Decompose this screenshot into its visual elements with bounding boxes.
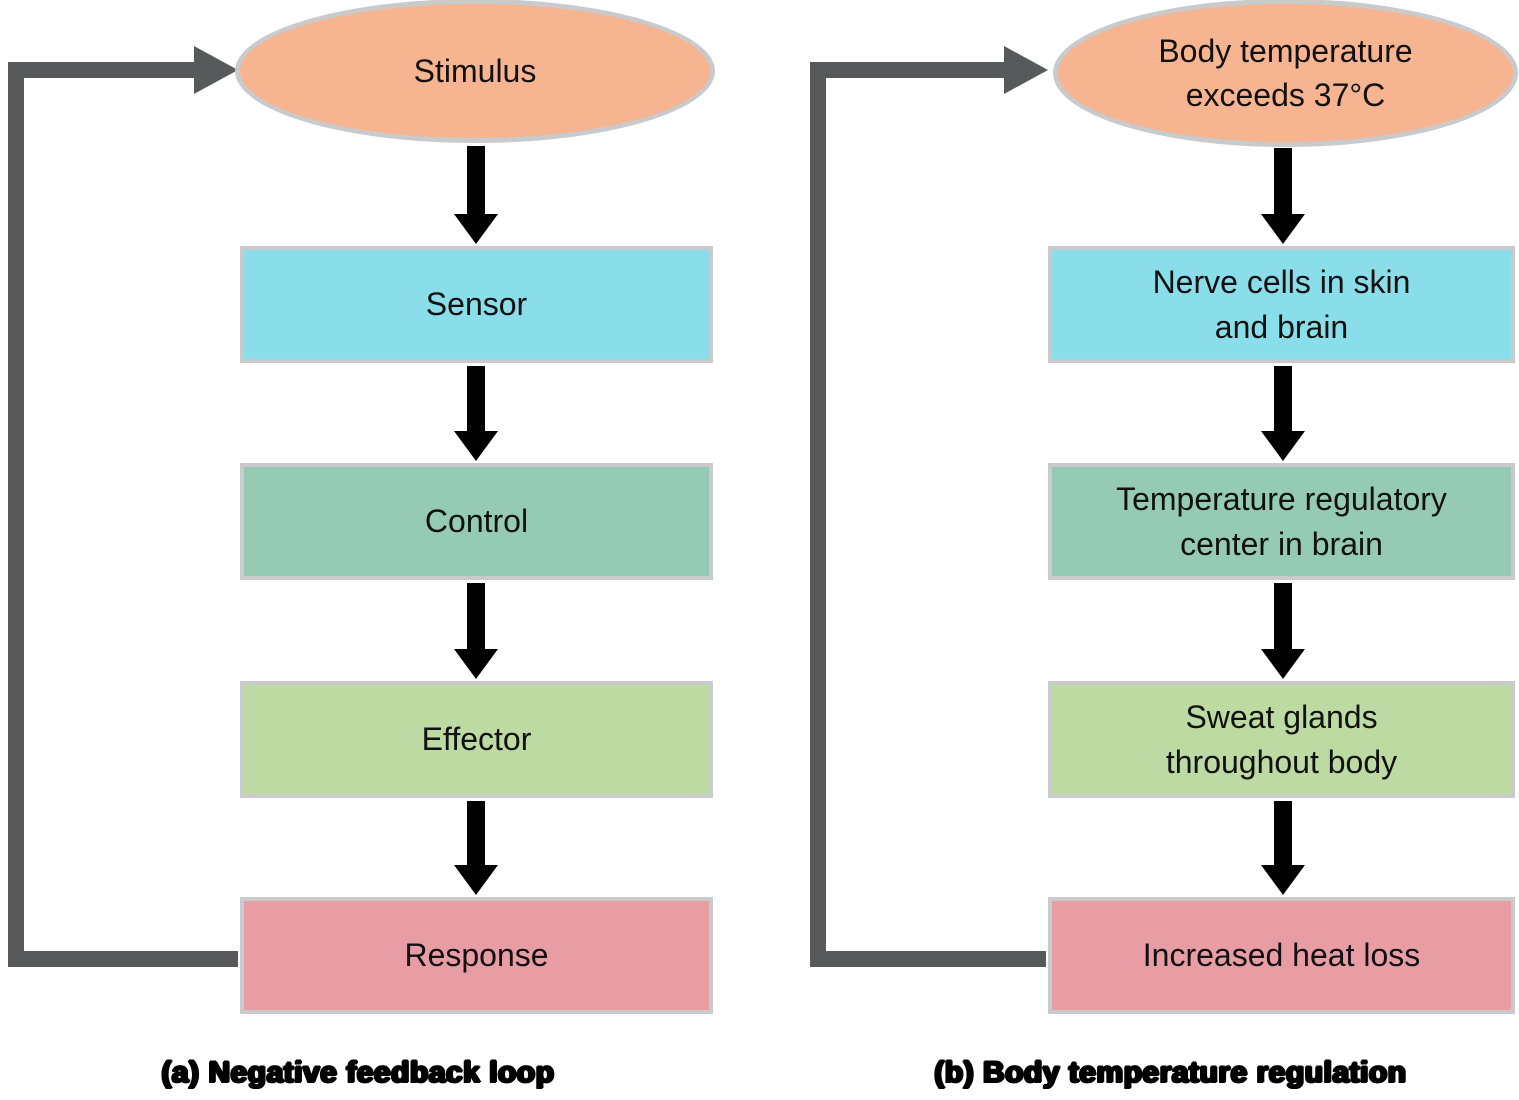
down-arrow-icon — [454, 146, 498, 244]
effector-label: Effector — [421, 721, 532, 758]
down-arrow-icon — [1261, 366, 1305, 461]
response-box: Response — [240, 897, 713, 1014]
down-arrow-icon — [454, 583, 498, 679]
down-arrow-icon — [1261, 583, 1305, 679]
down-arrow-icon — [454, 801, 498, 895]
control-label-line2: center in brain — [1180, 525, 1383, 562]
response-label: Increased heat loss — [1142, 937, 1421, 974]
stimulus-label: Stimulus — [413, 52, 537, 89]
stimulus-ellipse: Stimulus — [240, 4, 710, 138]
effector-box: Effector — [240, 681, 713, 798]
stimulus-label: Body temperature — [1158, 32, 1413, 69]
response-label: Response — [404, 937, 549, 974]
control-box: Temperature regulatory center in brain — [1048, 463, 1515, 580]
feedback-loop-arrow-icon — [810, 46, 1048, 967]
down-arrow-icon — [454, 366, 498, 461]
stimulus-ellipse: Body temperature exceeds 37°C — [1058, 4, 1513, 142]
sensor-box: Sensor — [240, 246, 713, 363]
sensor-label: Nerve cells in skin — [1152, 264, 1411, 301]
down-arrow-icon — [1261, 148, 1305, 244]
feedback-loop-arrow-icon — [8, 46, 238, 967]
response-box: Increased heat loss — [1048, 897, 1515, 1014]
sensor-box: Nerve cells in skin and brain — [1048, 246, 1515, 363]
effector-box: Sweat glands throughout body — [1048, 681, 1515, 798]
sensor-label: Sensor — [425, 286, 528, 323]
effector-label-line2: throughout body — [1165, 743, 1398, 780]
control-label: Temperature regulatory — [1116, 481, 1447, 518]
sensor-label-line2: and brain — [1214, 308, 1349, 345]
effector-label: Sweat glands — [1185, 699, 1378, 736]
panel-b-caption: (b) Body temperature regulation — [933, 1056, 1407, 1089]
control-label: Control — [424, 503, 529, 540]
stimulus-label-line2: exceeds 37°C — [1185, 77, 1386, 113]
panel-a-caption: (a) Negative feedback loop — [160, 1056, 555, 1089]
control-box: Control — [240, 463, 713, 580]
down-arrow-icon — [1261, 801, 1305, 895]
